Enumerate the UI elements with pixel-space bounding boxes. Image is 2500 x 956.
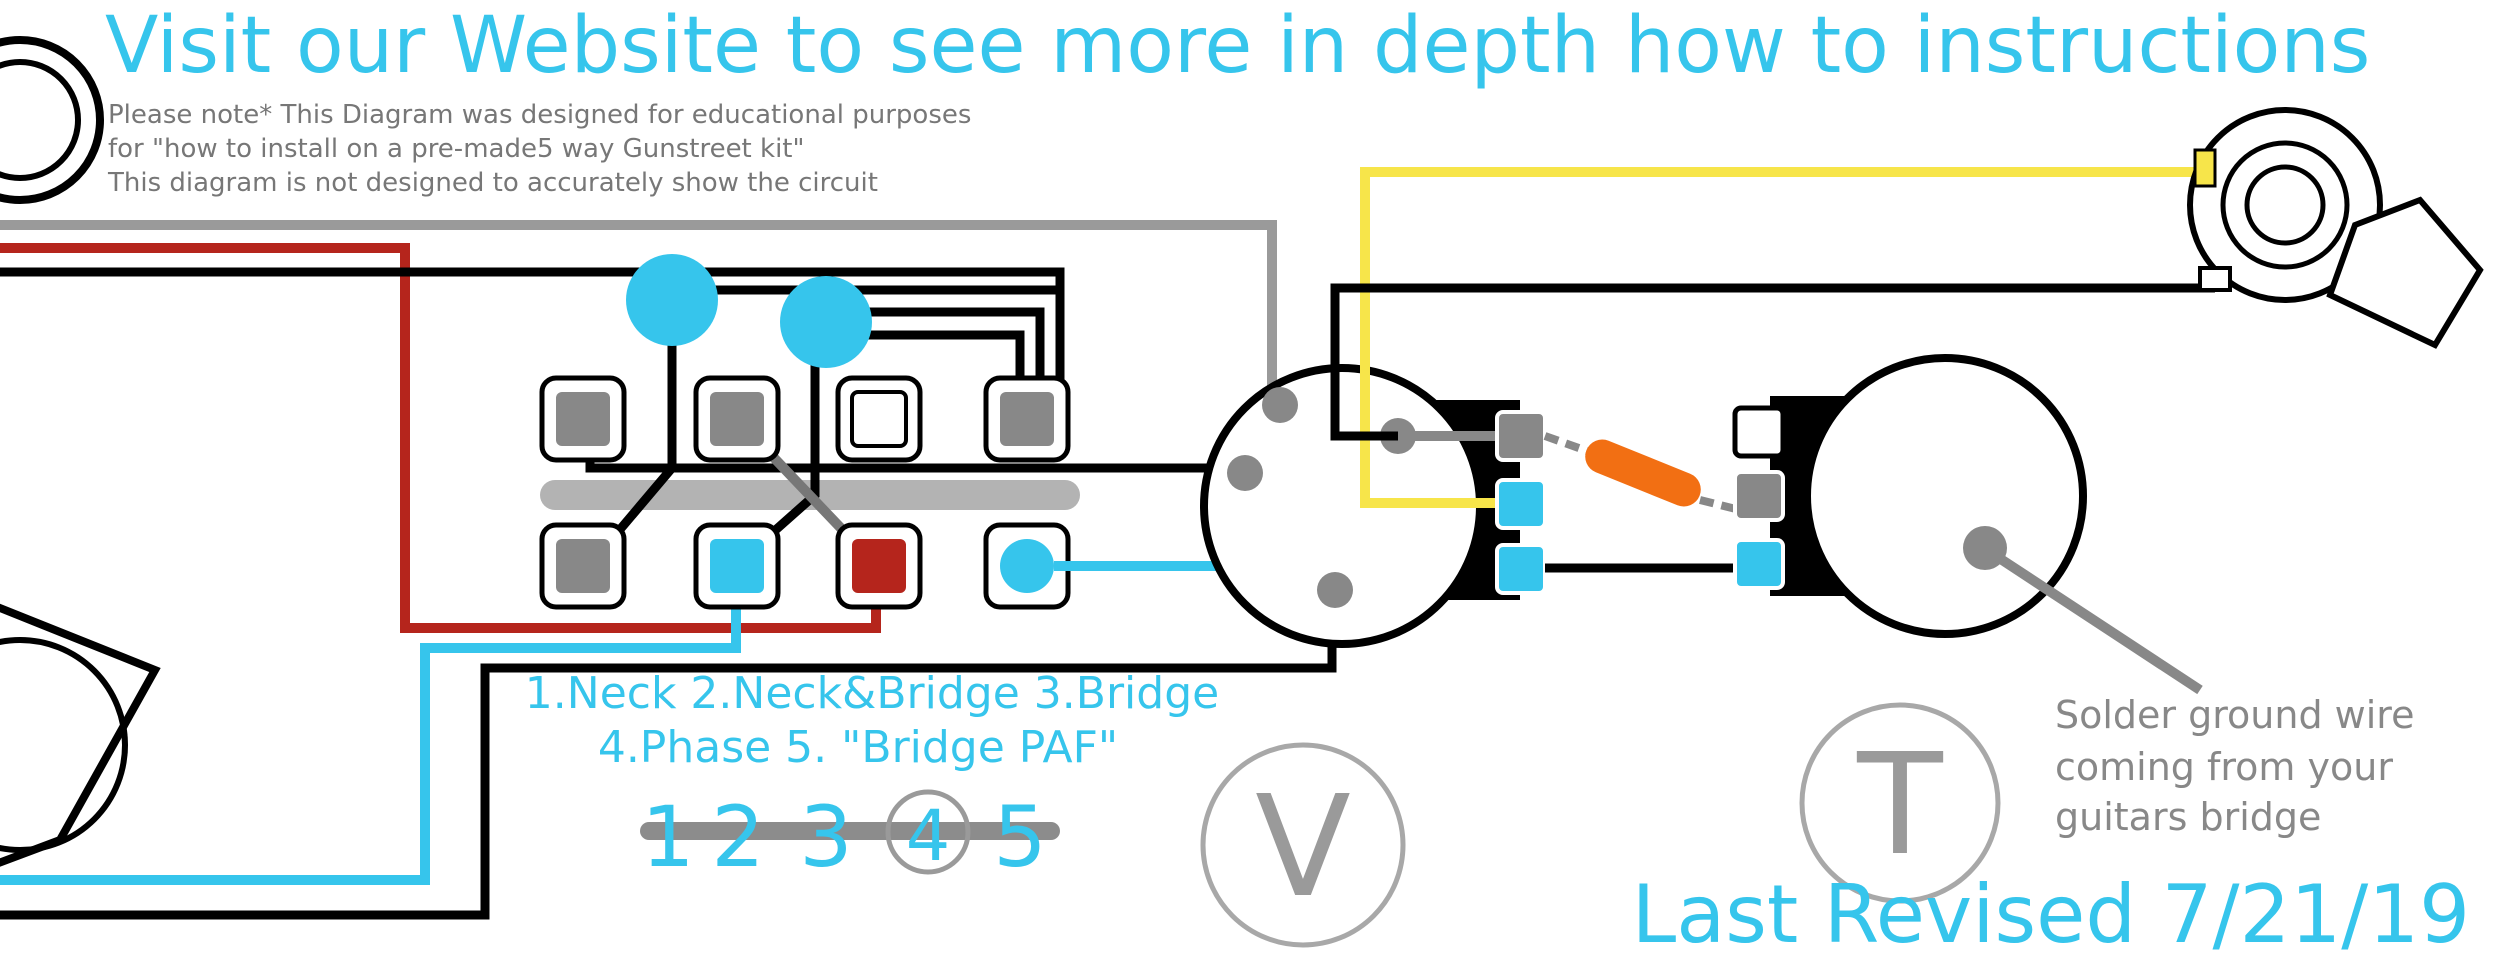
position-number-2: 2 — [711, 788, 764, 886]
blue-junction-2 — [780, 276, 872, 368]
page-title: Visit our Website to see more in depth h… — [105, 1, 2370, 91]
output-jack — [2187, 107, 2484, 349]
yellow-wire — [1360, 167, 2220, 508]
switch-terminals-bottom — [539, 522, 1071, 610]
blue-wire-left — [0, 565, 741, 885]
positions-line-1: 1.Neck 2.Neck&Bridge 3.Bridge — [525, 668, 1219, 719]
volume-letter: V — [1255, 766, 1351, 929]
note-line-1: Please note* This Diagram was designed f… — [108, 100, 971, 130]
tone-letter: T — [1856, 724, 1943, 887]
grey-wire-top — [0, 220, 1277, 410]
position-number-3: 3 — [799, 788, 852, 886]
blue-junction-1 — [626, 254, 718, 346]
tone-label-ring — [1799, 702, 2001, 904]
positions-line-2: 4.Phase 5. "Bridge PAF" — [598, 722, 1118, 773]
ground-note-line-3: guitars bridge — [2055, 795, 2321, 839]
partial-pickup-top-left — [0, 36, 104, 204]
ground-note-line-1: Solder ground wire — [2055, 693, 2414, 737]
partial-component-bottom-left — [0, 603, 161, 867]
position-number-1: 1 — [641, 788, 694, 886]
last-revised: Last Revised 7/21/19 — [1632, 868, 2470, 956]
black-wire-top — [0, 267, 1065, 418]
volume-label-ring — [1200, 742, 1406, 948]
capacitor — [1585, 439, 1701, 507]
note-line-3: This diagram is not designed to accurate… — [107, 168, 878, 198]
position-strike-bar — [640, 822, 1060, 840]
volume-lugs — [1495, 410, 1547, 595]
black-wire-to-jack — [1330, 283, 2215, 441]
ground-pointer-line — [1987, 547, 2203, 695]
tone-pot — [1732, 354, 2087, 638]
position-number-4: 4 — [906, 795, 951, 877]
note-line-2: for "how to install on a pre-made5 way G… — [108, 134, 804, 164]
selected-position-ring — [885, 789, 971, 875]
ground-note-line-2: coming from your — [2055, 745, 2393, 789]
switch-terminals-top — [539, 375, 1071, 463]
black-wire-node1-to-switch — [667, 285, 1060, 295]
position-number-5: 5 — [993, 788, 1046, 886]
